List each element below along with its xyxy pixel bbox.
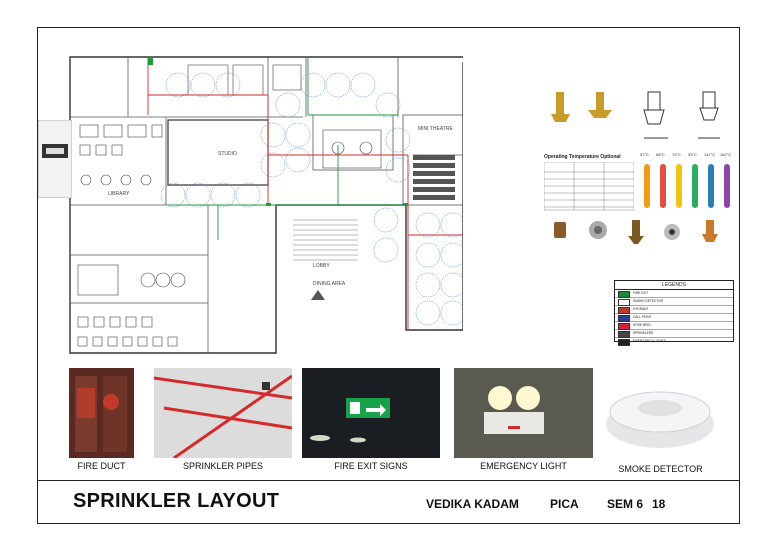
temp-label: 68°C: [656, 152, 665, 157]
sprinkler-pipes-photo: [154, 368, 292, 458]
course-name: PICA: [550, 497, 579, 511]
sprinkler-heads-figure: [551, 91, 720, 139]
room-label-theatre: MINI THEATRE: [418, 126, 453, 132]
sheet-title: SPRINKLER LAYOUT: [73, 490, 280, 512]
glass-bulb: [708, 164, 714, 208]
caption-smoke-detector: SMOKE DETECTOR: [618, 464, 703, 474]
legend-symbol-icon: [618, 331, 630, 338]
smoke-detector-photo: [598, 368, 723, 468]
fire-duct-photo: [69, 368, 134, 458]
legend-label: FIRE EXIT: [633, 291, 649, 295]
temp-label: 141°C: [704, 152, 716, 157]
glass-bulb: [724, 164, 730, 208]
legend-item: SPRINKLERS: [615, 330, 733, 338]
legend-label: HYDRANT: [633, 307, 649, 311]
temp-label: 93°C: [688, 152, 697, 157]
glass-bulb: [676, 164, 682, 208]
legend-symbol-icon: [618, 323, 630, 330]
drawing-sheet: STUDIO LIBRARY MINI THEATRE LOBBY DINING…: [37, 27, 740, 524]
legend-item: FIRE EXIT: [615, 290, 733, 298]
legend-item: HYDRANT: [615, 306, 733, 314]
temp-label: 79°C: [672, 152, 681, 157]
building-emblem-icon: [38, 120, 72, 198]
room-label-lobby: LOBBY: [313, 263, 330, 269]
temp-label: 57°C: [640, 152, 649, 157]
legend-label: SMOKE DETECTOR: [633, 299, 663, 303]
emergency-light-photo: [454, 368, 593, 458]
temp-label: 182°C: [720, 152, 732, 157]
legend-symbol-icon: [618, 339, 630, 346]
caption-emergency-light: EMERGENCY LIGHT: [480, 461, 567, 471]
legend-label: HOSE REEL: [633, 323, 652, 327]
glass-bulbs-figure: [644, 164, 730, 208]
legend-box: LEGENDS FIRE EXIT SMOKE DETECTOR HYDRANT CA…: [614, 280, 734, 346]
operating-temperature-title: Operating Temperature Optional: [544, 154, 621, 160]
author-name: VEDIKA KADAM: [426, 497, 519, 511]
legend-item: HOSE REEL: [615, 322, 733, 330]
caption-fire-duct: FIRE DUCT: [77, 461, 126, 471]
legend-label: CALL POINT: [633, 315, 652, 319]
sheet-number: 18: [652, 497, 666, 511]
caption-sprinkler-pipes: SPRINKLER PIPES: [182, 461, 264, 471]
glass-bulb: [660, 164, 666, 208]
legend-item: SMOKE DETECTOR: [615, 298, 733, 306]
floor-plan: STUDIO LIBRARY MINI THEATRE LOBBY DINING…: [69, 56, 463, 354]
glass-bulb: [692, 164, 698, 208]
title-block: SPRINKLER LAYOUT VEDIKA KADAM PICA SEM 6…: [38, 480, 739, 525]
north-arrow-icon: [311, 290, 325, 300]
legend-item: EMERGENCY LIGHTS: [615, 338, 733, 346]
legend-label: EMERGENCY LIGHTS: [633, 339, 666, 343]
legend-symbol-icon: [618, 307, 630, 314]
legend-label: SPRINKLERS: [633, 331, 654, 335]
bulb-temperature-labels: 57°C 68°C 79°C 93°C 141°C 182°C: [640, 152, 735, 160]
legend-symbol-icon: [618, 315, 630, 322]
caption-fire-exit-signs: FIRE EXIT SIGNS: [334, 461, 408, 471]
sprinkler-types-figure: [554, 220, 718, 244]
room-label-library: LIBRARY: [108, 191, 130, 197]
legend-symbol-icon: [618, 291, 630, 298]
plan-outline: [69, 56, 463, 354]
legend-symbol-icon: [618, 299, 630, 306]
room-label-studio: STUDIO: [218, 151, 237, 157]
temperature-table: [544, 162, 634, 211]
legend-item: CALL POINT: [615, 314, 733, 322]
fire-exit-sign-photo: [302, 368, 440, 458]
legend-title: LEGENDS: [615, 281, 733, 290]
room-label-dining: DINING AREA: [313, 281, 346, 287]
glass-bulb: [644, 164, 650, 208]
semester: SEM 6: [607, 497, 644, 511]
